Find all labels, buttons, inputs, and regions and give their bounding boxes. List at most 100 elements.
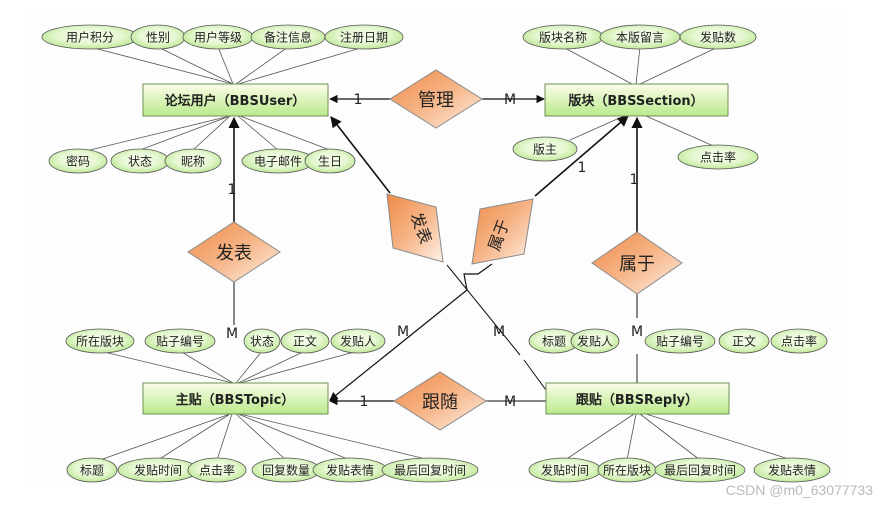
attribute-user[interactable]: 备注信息 (250, 24, 326, 50)
cardinality-label: 1 (228, 182, 237, 198)
relationship-post-topic[interactable]: 发表 (187, 221, 281, 283)
attribute-section[interactable]: 发贴数 (679, 24, 757, 50)
attribute-label: 贴子编号 (656, 334, 704, 349)
rel-line-post2-reply (446, 264, 521, 356)
attribute-section[interactable]: 点击率 (677, 144, 759, 170)
entity-label: 主贴（BBSTopic） (176, 392, 295, 408)
relationship-follow[interactable]: 跟随 (393, 371, 487, 431)
attribute-topic[interactable]: 发贴时间 (117, 457, 199, 483)
watermark: CSDN @m0_63077733 (725, 482, 873, 498)
attribute-user[interactable]: 电子邮件 (241, 148, 315, 174)
entity-label: 论坛用户（BBSUser） (165, 93, 306, 109)
attribute-topic[interactable]: 正文 (280, 328, 330, 354)
attribute-ellipse (324, 24, 404, 50)
attribute-ellipse (644, 328, 716, 354)
rel-line-belongs2-topic (329, 263, 493, 401)
relationship-label: 管理 (418, 90, 454, 111)
attribute-topic[interactable]: 发贴人 (330, 328, 386, 354)
attr-line (139, 115, 231, 151)
attribute-label: 发贴表情 (326, 463, 374, 478)
attribute-section[interactable]: 本版留言 (599, 24, 681, 50)
attribute-topic[interactable]: 最后回复时间 (381, 457, 479, 483)
attribute-label: 回复数量 (262, 463, 310, 478)
attribute-label: 密码 (66, 154, 90, 169)
attribute-user[interactable]: 昵称 (164, 148, 222, 174)
attribute-reply[interactable]: 标题 (528, 328, 580, 354)
relationship-label: 跟随 (422, 392, 458, 413)
cardinality-label: M (226, 326, 238, 342)
cardinality-label: 1 (630, 172, 639, 188)
attribute-reply[interactable]: 所在版块 (597, 457, 657, 483)
attribute-ellipse (677, 144, 759, 170)
entity-bbstopic[interactable]: 主贴（BBSTopic） (142, 382, 329, 415)
attribute-label: 发贴人 (340, 334, 376, 349)
cardinality-label: 1 (578, 160, 587, 176)
entity-bbsreply[interactable]: 跟贴（BBSReply） (545, 382, 730, 415)
attr-line (89, 115, 231, 151)
attribute-label: 注册日期 (340, 30, 388, 45)
attribute-ellipse (679, 24, 757, 50)
attribute-ellipse (243, 328, 281, 354)
attribute-ellipse (164, 148, 222, 174)
attribute-label: 发贴表情 (768, 463, 816, 478)
cardinality-label: 1 (354, 92, 363, 108)
attr-line (99, 350, 234, 384)
attribute-topic[interactable]: 所在版块 (65, 328, 135, 354)
attribute-ellipse (144, 328, 216, 354)
attribute-topic[interactable]: 状态 (243, 328, 281, 354)
attribute-topic[interactable]: 贴子编号 (144, 328, 216, 354)
attribute-user[interactable]: 注册日期 (324, 24, 404, 50)
attribute-section[interactable]: 版主 (512, 136, 578, 162)
attr-line (237, 350, 306, 384)
attribute-user[interactable]: 生日 (304, 148, 356, 174)
attribute-ellipse (570, 328, 620, 354)
relationship-reply-belongs[interactable]: 属于 (591, 231, 683, 295)
attribute-label: 点击率 (199, 463, 235, 478)
attribute-label: 正文 (732, 334, 756, 349)
attribute-user[interactable]: 状态 (110, 148, 170, 174)
attribute-topic[interactable]: 点击率 (187, 457, 247, 483)
entity-bbsuser[interactable]: 论坛用户（BBSUser） (142, 83, 329, 117)
attribute-label: 版块名称 (539, 30, 587, 45)
attribute-user[interactable]: 性别 (130, 24, 186, 50)
attribute-ellipse (381, 457, 479, 483)
attribute-label: 用户等级 (194, 30, 242, 45)
attribute-reply[interactable]: 最后回复时间 (654, 457, 746, 483)
attribute-topic[interactable]: 回复数量 (251, 457, 321, 483)
entity-bbssection[interactable]: 版块（BBSSection） (544, 83, 729, 117)
attribute-reply[interactable]: 正文 (718, 328, 770, 354)
attribute-label: 状态 (128, 155, 152, 169)
attribute-label: 本版留言 (616, 31, 664, 45)
attribute-user[interactable]: 用户积分 (41, 24, 139, 50)
attribute-user[interactable]: 用户等级 (182, 24, 254, 50)
relationship-label: 属于 (619, 254, 655, 275)
attribute-reply[interactable]: 贴子编号 (644, 328, 716, 354)
attribute-reply[interactable]: 发贴人 (570, 328, 620, 354)
attribute-ellipse (330, 328, 386, 354)
attribute-reply[interactable]: 发贴时间 (528, 457, 602, 483)
attr-line (639, 46, 719, 85)
relationship-post-reply[interactable]: 发表 (386, 193, 444, 263)
attribute-topic[interactable]: 标题 (66, 457, 118, 483)
attr-line (626, 413, 637, 461)
attribute-user[interactable]: 密码 (48, 148, 108, 174)
attr-line (639, 413, 701, 461)
attribute-label: 备注信息 (264, 30, 312, 45)
attr-line (89, 46, 234, 85)
relationship-manage[interactable]: 管理 (389, 69, 483, 129)
attribute-reply[interactable]: 点击率 (770, 328, 828, 354)
rel-line-post2-user (330, 116, 391, 194)
attribute-label: 昵称 (181, 155, 205, 169)
attr-line (217, 46, 234, 85)
rel-line-post2-reply2 (523, 359, 547, 391)
attribute-label: 点击率 (700, 150, 736, 165)
attribute-section[interactable]: 版块名称 (522, 24, 604, 50)
attr-line (157, 46, 234, 85)
attribute-label: 生日 (318, 155, 342, 169)
attribute-label: 版主 (533, 143, 557, 157)
attribute-reply[interactable]: 发贴表情 (753, 457, 831, 483)
relationship-topic-belongs[interactable]: 属于 (471, 198, 534, 265)
attribute-topic[interactable]: 发贴表情 (312, 457, 388, 483)
attr-line (564, 413, 635, 461)
